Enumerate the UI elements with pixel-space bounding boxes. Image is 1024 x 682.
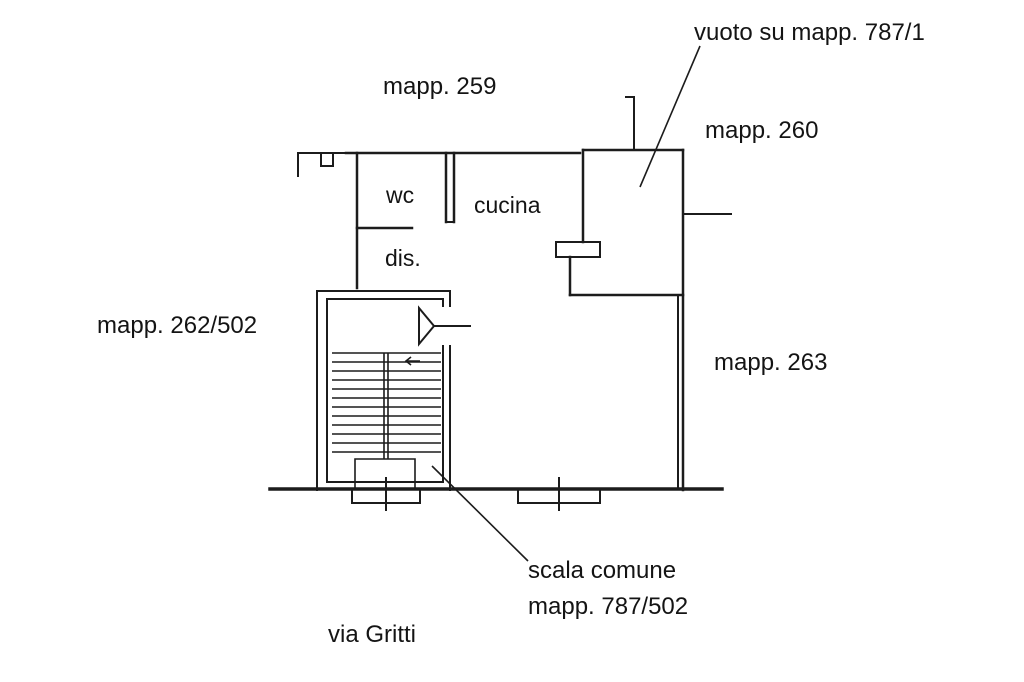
label-vuoto-su-mapp-787-1: vuoto su mapp. 787/1: [694, 19, 925, 46]
right-room-walls: [555, 148, 685, 492]
label-mapp-259: mapp. 259: [383, 73, 496, 100]
basement-window-right: [517, 477, 601, 511]
leader-scala-comune: [431, 465, 529, 562]
label-mapp-262-502: mapp. 262/502: [97, 312, 257, 339]
stairwell-walls: [316, 290, 451, 491]
entry-door-symbol: [418, 305, 471, 347]
leader-lines: [431, 45, 701, 562]
label-mapp-787-502: mapp. 787/502: [528, 593, 688, 620]
label-scala-comune: scala comune: [528, 557, 676, 584]
wc-and-dis-walls: [355, 151, 456, 290]
room-label-dis: dis.: [385, 245, 421, 271]
top-left-parapet: [297, 152, 347, 177]
label-via-gritti: via Gritti: [328, 621, 416, 648]
label-mapp-260: mapp. 260: [705, 117, 818, 144]
room-label-cucina: cucina: [474, 192, 541, 218]
room-label-wc: wc: [385, 182, 414, 208]
top-walls: [344, 96, 732, 215]
leader-vuoto: [639, 45, 701, 188]
label-mapp-263: mapp. 263: [714, 349, 827, 376]
basement-window-left: [351, 477, 421, 511]
staircase-treads: [332, 352, 441, 488]
